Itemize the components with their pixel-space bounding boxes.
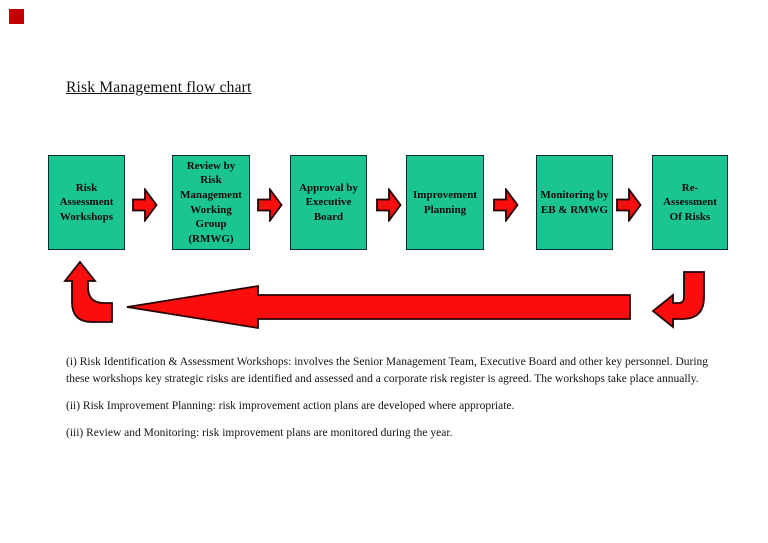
flow-box-risk-assessment-workshops: Risk Assessment Workshops	[48, 155, 125, 250]
note-review-and-monitoring: (iii) Review and Monitoring: risk improv…	[66, 427, 453, 439]
page-title: Risk Management flow chart	[66, 79, 252, 96]
flow-box-re-assessment-of-risks: Re-Assessment Of Risks	[652, 155, 728, 250]
flow-box-label: Review by Risk Management Working Group …	[180, 159, 242, 245]
notes-section: (i) Risk Identification & Assessment Wor…	[66, 354, 732, 452]
feedback-down-elbow-arrow-icon	[651, 271, 705, 329]
flow-box-label: Monitoring by EB & RMWG	[540, 188, 609, 216]
right-block-arrow-icon	[257, 188, 283, 222]
flow-box-monitoring-by-eb-rmwg: Monitoring by EB & RMWG	[536, 155, 613, 250]
right-block-arrow-icon	[132, 188, 158, 222]
flow-box-approval-by-executive-board: Approval by Executive Board	[290, 155, 367, 250]
note-risk-improvement-planning: (ii) Risk Improvement Planning: risk imp…	[66, 400, 515, 412]
flow-box-improvement-planning: Improvement Planning	[406, 155, 484, 250]
flow-box-label: Re-Assessment Of Risks	[663, 181, 717, 223]
flow-box-label: Risk Assessment Workshops	[59, 181, 114, 223]
right-block-arrow-icon	[616, 188, 642, 222]
red-corner-marker	[9, 9, 24, 24]
right-block-arrow-icon	[376, 188, 402, 222]
feedback-up-elbow-arrow-icon	[63, 260, 113, 323]
flow-box-label: Approval by Executive Board	[299, 181, 358, 223]
flow-box-review-by-rmwg: Review by Risk Management Working Group …	[172, 155, 250, 250]
feedback-long-left-arrow-icon	[126, 284, 631, 330]
flow-box-label: Improvement Planning	[413, 188, 477, 216]
note-risk-identification: (i) Risk Identification & Assessment Wor…	[66, 356, 709, 385]
right-block-arrow-icon	[493, 188, 519, 222]
